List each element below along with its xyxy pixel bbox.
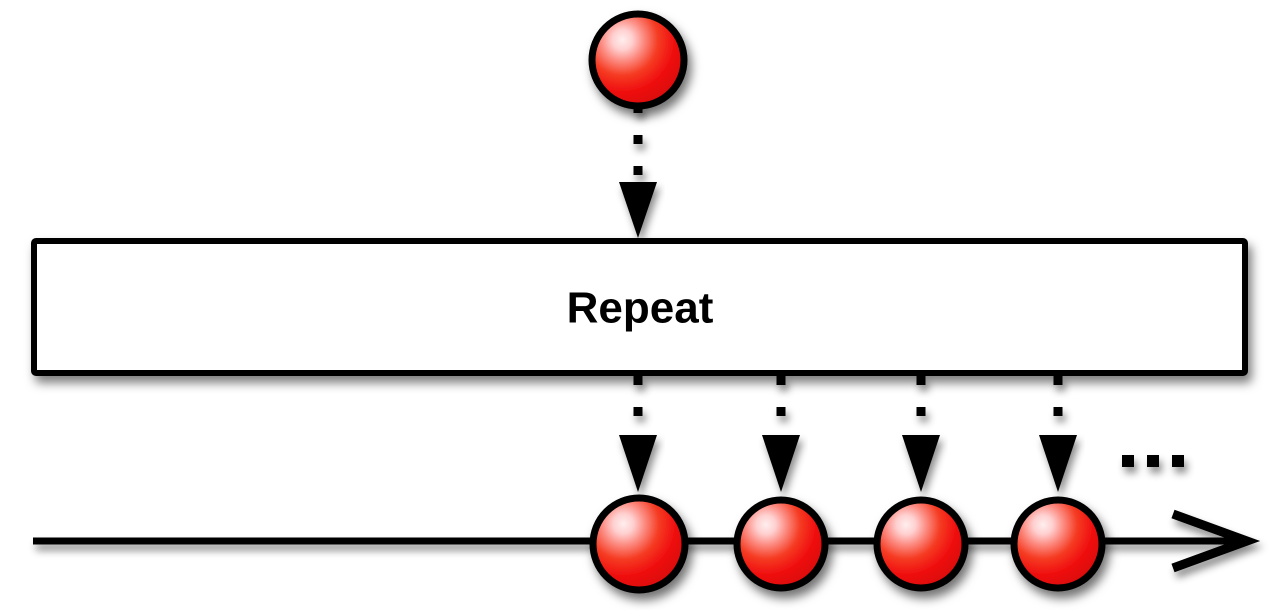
marble-circle: [1010, 496, 1106, 592]
connector-box-to-output-1: [619, 376, 657, 492]
connector-box-to-output-3: [902, 376, 940, 492]
connector-box-to-output-2: [762, 376, 800, 492]
marble-circle: [873, 496, 969, 592]
marble-circle: [588, 10, 688, 110]
continuation-ellipsis: [1122, 455, 1184, 467]
arrowhead-down-icon: [619, 182, 657, 238]
arrowhead-down-icon: [762, 435, 800, 492]
connector-box-to-output-4: [1039, 376, 1077, 492]
marble-circle: [733, 496, 829, 592]
arrowhead-down-icon: [1039, 435, 1077, 492]
ellipsis-dot: [1172, 455, 1184, 467]
marble-circle: [589, 494, 689, 594]
operator-box-label: Repeat: [567, 284, 714, 333]
connector-source-to-box: [619, 104, 657, 238]
arrowhead-down-icon: [902, 435, 940, 492]
output-marble-3[interactable]: [873, 496, 969, 592]
source-marble-1[interactable]: [588, 10, 688, 110]
ellipsis-dot: [1122, 455, 1134, 467]
output-marble-4[interactable]: [1010, 496, 1106, 592]
output-marble-1[interactable]: [589, 494, 689, 594]
operator-box[interactable]: [31, 238, 1248, 376]
ellipsis-dot: [1147, 455, 1159, 467]
arrowhead-down-icon: [619, 435, 657, 492]
output-marble-2[interactable]: [733, 496, 829, 592]
timeline-arrowhead-icon: [1171, 509, 1261, 573]
operator-box-rect: [31, 238, 1248, 376]
